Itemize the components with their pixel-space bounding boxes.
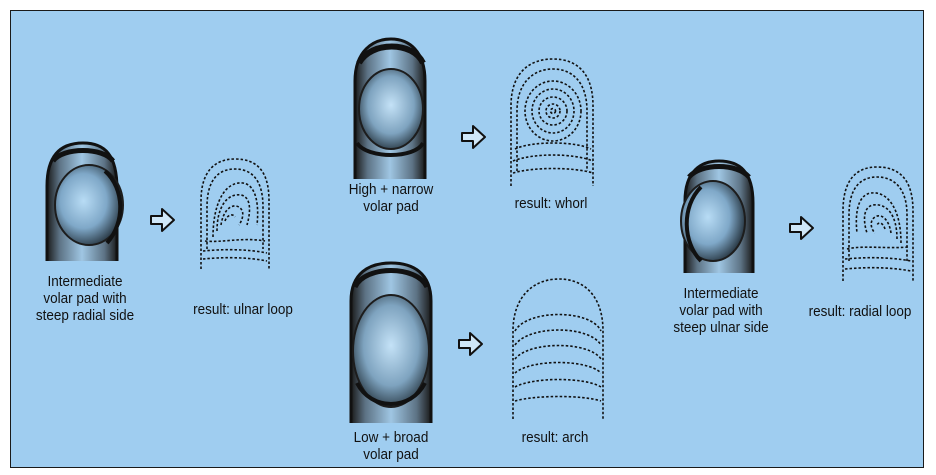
arrow-icon-1	[151, 209, 174, 231]
arrow-icon-3	[459, 333, 482, 355]
pad-caption-steep-ulnar: Intermediate volar pad with steep ulnar …	[658, 285, 784, 336]
volar-pad-diagram	[11, 11, 924, 468]
pad-caption-low-broad: Low + broad volar pad	[328, 429, 454, 463]
finger-high-narrow-pad	[355, 39, 425, 179]
finger-steep-radial-pad	[47, 143, 123, 261]
pad-caption-steep-radial: Intermediate volar pad with steep radial…	[22, 273, 148, 324]
result-caption-radial-loop: result: radial loop	[802, 303, 919, 320]
fingerprint-whorl	[511, 59, 593, 186]
result-caption-arch: result: arch	[501, 429, 609, 446]
fingerprint-ulnar-loop	[201, 159, 269, 269]
finger-steep-ulnar-pad	[681, 161, 753, 273]
result-caption-ulnar-loop: result: ulnar loop	[180, 301, 306, 318]
finger-low-broad-pad	[351, 263, 431, 423]
result-caption-whorl: result: whorl	[497, 195, 605, 212]
fingerprint-radial-loop	[843, 167, 913, 281]
fingerprint-arch	[513, 279, 603, 419]
pad-caption-high-narrow: High + narrow volar pad	[328, 181, 454, 215]
arrow-icon-2	[462, 126, 485, 148]
diagram-panel: Intermediate volar pad with steep radial…	[10, 10, 924, 468]
arrow-icon-4	[790, 217, 813, 239]
